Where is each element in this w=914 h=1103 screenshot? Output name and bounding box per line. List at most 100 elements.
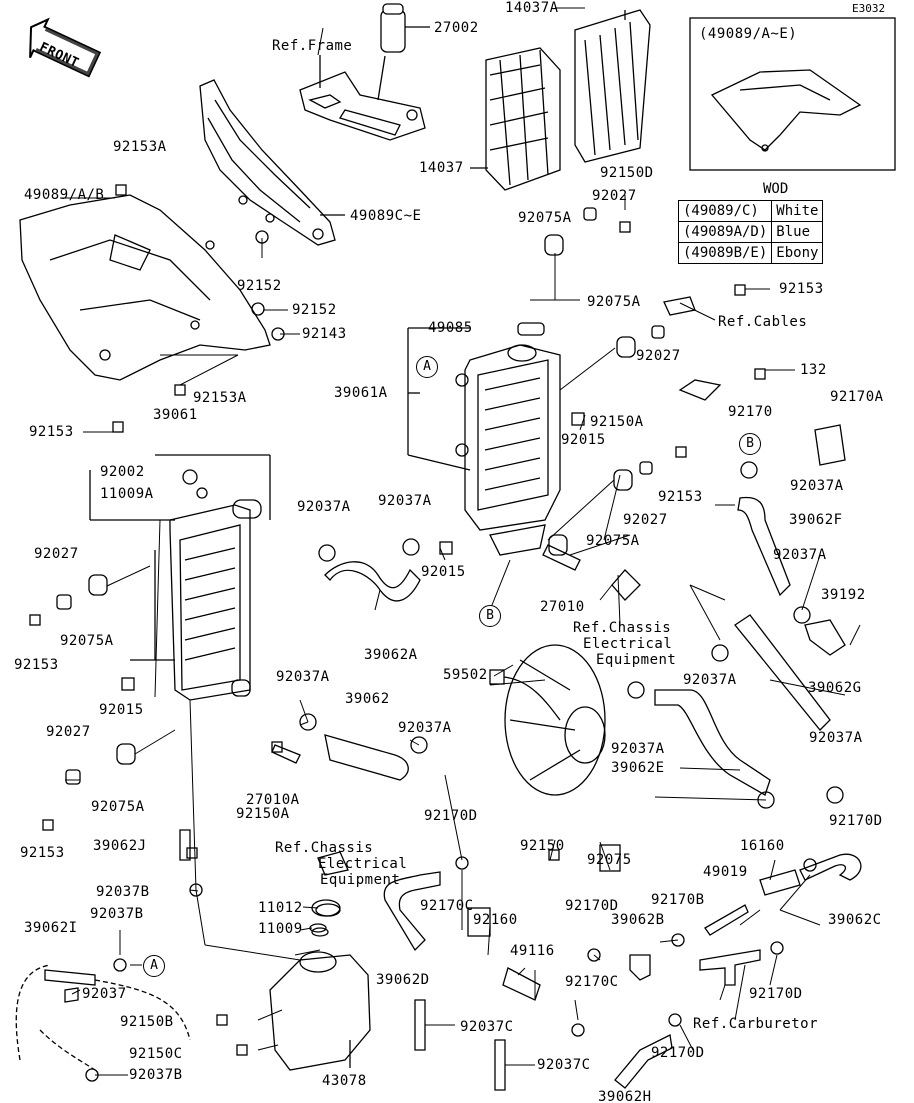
part-label[interactable]: 11012 [258,900,303,916]
part-label[interactable]: 92075A [91,799,145,815]
part-label[interactable]: 11009A [100,486,154,502]
part-label[interactable]: 11009 [258,921,303,937]
part-label[interactable]: 27002 [434,20,479,36]
part-label[interactable]: 92037B [129,1067,183,1083]
bolt-drawings [29,184,846,1091]
part-label[interactable]: 92170C [565,974,619,990]
part-label[interactable]: 43078 [322,1073,367,1089]
ref-cables-label[interactable]: Ref.Cables [718,314,808,330]
part-label[interactable]: 92153A [193,390,247,406]
part-label[interactable]: 39062J [93,838,147,854]
part-label[interactable]: 39062D [376,972,430,988]
part-label[interactable]: 92153 [14,657,59,673]
part-label[interactable]: 92153 [29,424,74,440]
part-label[interactable]: 92152 [237,278,282,294]
part-label[interactable]: 92150C [129,1046,183,1062]
part-label[interactable]: 39062H [598,1089,652,1103]
ref-chassis-electrical-label[interactable]: Electrical [583,636,673,652]
part-label[interactable]: 92027 [34,546,79,562]
part-label[interactable]: 27010A [246,792,300,808]
part-label[interactable]: 92143 [302,326,347,342]
ref-carburetor-label[interactable]: Ref.Carburetor [693,1016,819,1032]
part-label[interactable]: 92170A [830,389,884,405]
part-label[interactable]: 92027 [46,724,91,740]
part-label[interactable]: 49089/A/B [24,187,105,203]
part-label[interactable]: 92170D [749,986,803,1002]
ref-frame-label[interactable]: Ref.Frame [272,38,353,54]
part-label[interactable]: 92150A [236,806,290,822]
part-label[interactable]: 92170 [728,404,773,420]
part-label[interactable]: 92075A [60,633,114,649]
part-label[interactable]: 92027 [636,348,681,364]
part-label[interactable]: 39061A [334,385,388,401]
part-label[interactable]: 92037A [809,730,863,746]
part-label[interactable]: 92027 [592,188,637,204]
part-label[interactable]: 92037A [378,493,432,509]
part-label[interactable]: 59502 [443,667,488,683]
part-label[interactable]: 92075 [587,852,632,868]
part-label[interactable]: 92170B [651,892,705,908]
part-label[interactable]: 92037A [773,547,827,563]
part-label[interactable]: 16160 [740,838,785,854]
ref-chassis-electrical-label[interactable]: Electrical [318,856,408,872]
part-label[interactable]: 14037 [419,160,464,176]
part-label[interactable]: 49116 [510,943,555,959]
part-label[interactable]: 39062 [345,691,390,707]
part-label[interactable]: 27010 [540,599,585,615]
part-label[interactable]: 92170D [424,808,478,824]
part-label[interactable]: 92037A [297,499,351,515]
part-label[interactable]: 49019 [703,864,748,880]
part-label[interactable]: 92075A [586,533,640,549]
part-label[interactable]: 39062I [24,920,78,936]
part-label[interactable]: 49085 [428,320,473,336]
part-label[interactable]: 92037C [537,1057,591,1073]
part-label[interactable]: 92037A [683,672,737,688]
part-label[interactable]: 92037C [460,1019,514,1035]
part-label[interactable]: 92170D [651,1045,705,1061]
part-label[interactable]: 92170D [829,813,883,829]
part-label[interactable]: 49089C~E [350,208,422,224]
part-label[interactable]: 39062F [789,512,843,528]
part-label[interactable]: 92037A [398,720,452,736]
ref-chassis-electrical-label[interactable]: Ref.Chassis [573,620,672,636]
part-label[interactable]: 92015 [99,702,144,718]
part-label[interactable]: 92150 [520,838,565,854]
part-label[interactable]: 92027 [623,512,668,528]
part-label[interactable]: 92015 [421,564,466,580]
part-label[interactable]: 132 [800,362,827,378]
part-label[interactable]: 14037A [505,0,559,16]
part-label[interactable]: 92150A [590,414,644,430]
part-label[interactable]: 92152 [292,302,337,318]
part-label[interactable]: 92153 [20,845,65,861]
part-label[interactable]: 39062A [364,647,418,663]
part-label[interactable]: 92153 [779,281,824,297]
wod-row: (49089/C)White [677,200,824,222]
shroud-49089AB-drawing [19,194,271,381]
part-label[interactable]: 39062G [808,680,862,696]
part-label[interactable]: 92153 [658,489,703,505]
part-label[interactable]: 92150D [600,165,654,181]
part-label[interactable]: 92150B [120,1014,174,1030]
part-label[interactable]: 92170C [420,898,474,914]
part-label[interactable]: 92037A [790,478,844,494]
part-label[interactable]: 92037B [96,884,150,900]
ref-chassis-electrical-label[interactable]: Equipment [596,652,677,668]
part-label[interactable]: 92037 [82,986,127,1002]
part-label[interactable]: 92037A [276,669,330,685]
part-label[interactable]: 39062C [828,912,882,928]
ref-chassis-electrical-label[interactable]: Equipment [320,872,401,888]
part-label[interactable]: 39062E [611,760,665,776]
part-label[interactable]: 92160 [473,912,518,928]
part-label[interactable]: 92037B [90,906,144,922]
part-label[interactable]: 92015 [561,432,606,448]
part-label[interactable]: 92037A [611,741,665,757]
part-label[interactable]: 39062B [611,912,665,928]
part-label[interactable]: 92075A [587,294,641,310]
part-label[interactable]: 92153A [113,139,167,155]
part-label[interactable]: 92170D [565,898,619,914]
part-label[interactable]: 92075A [518,210,572,226]
part-label[interactable]: 39192 [821,587,866,603]
part-label[interactable]: 39061 [153,407,198,423]
part-label[interactable]: 92002 [100,464,145,480]
ref-chassis-electrical-label[interactable]: Ref.Chassis [275,840,374,856]
